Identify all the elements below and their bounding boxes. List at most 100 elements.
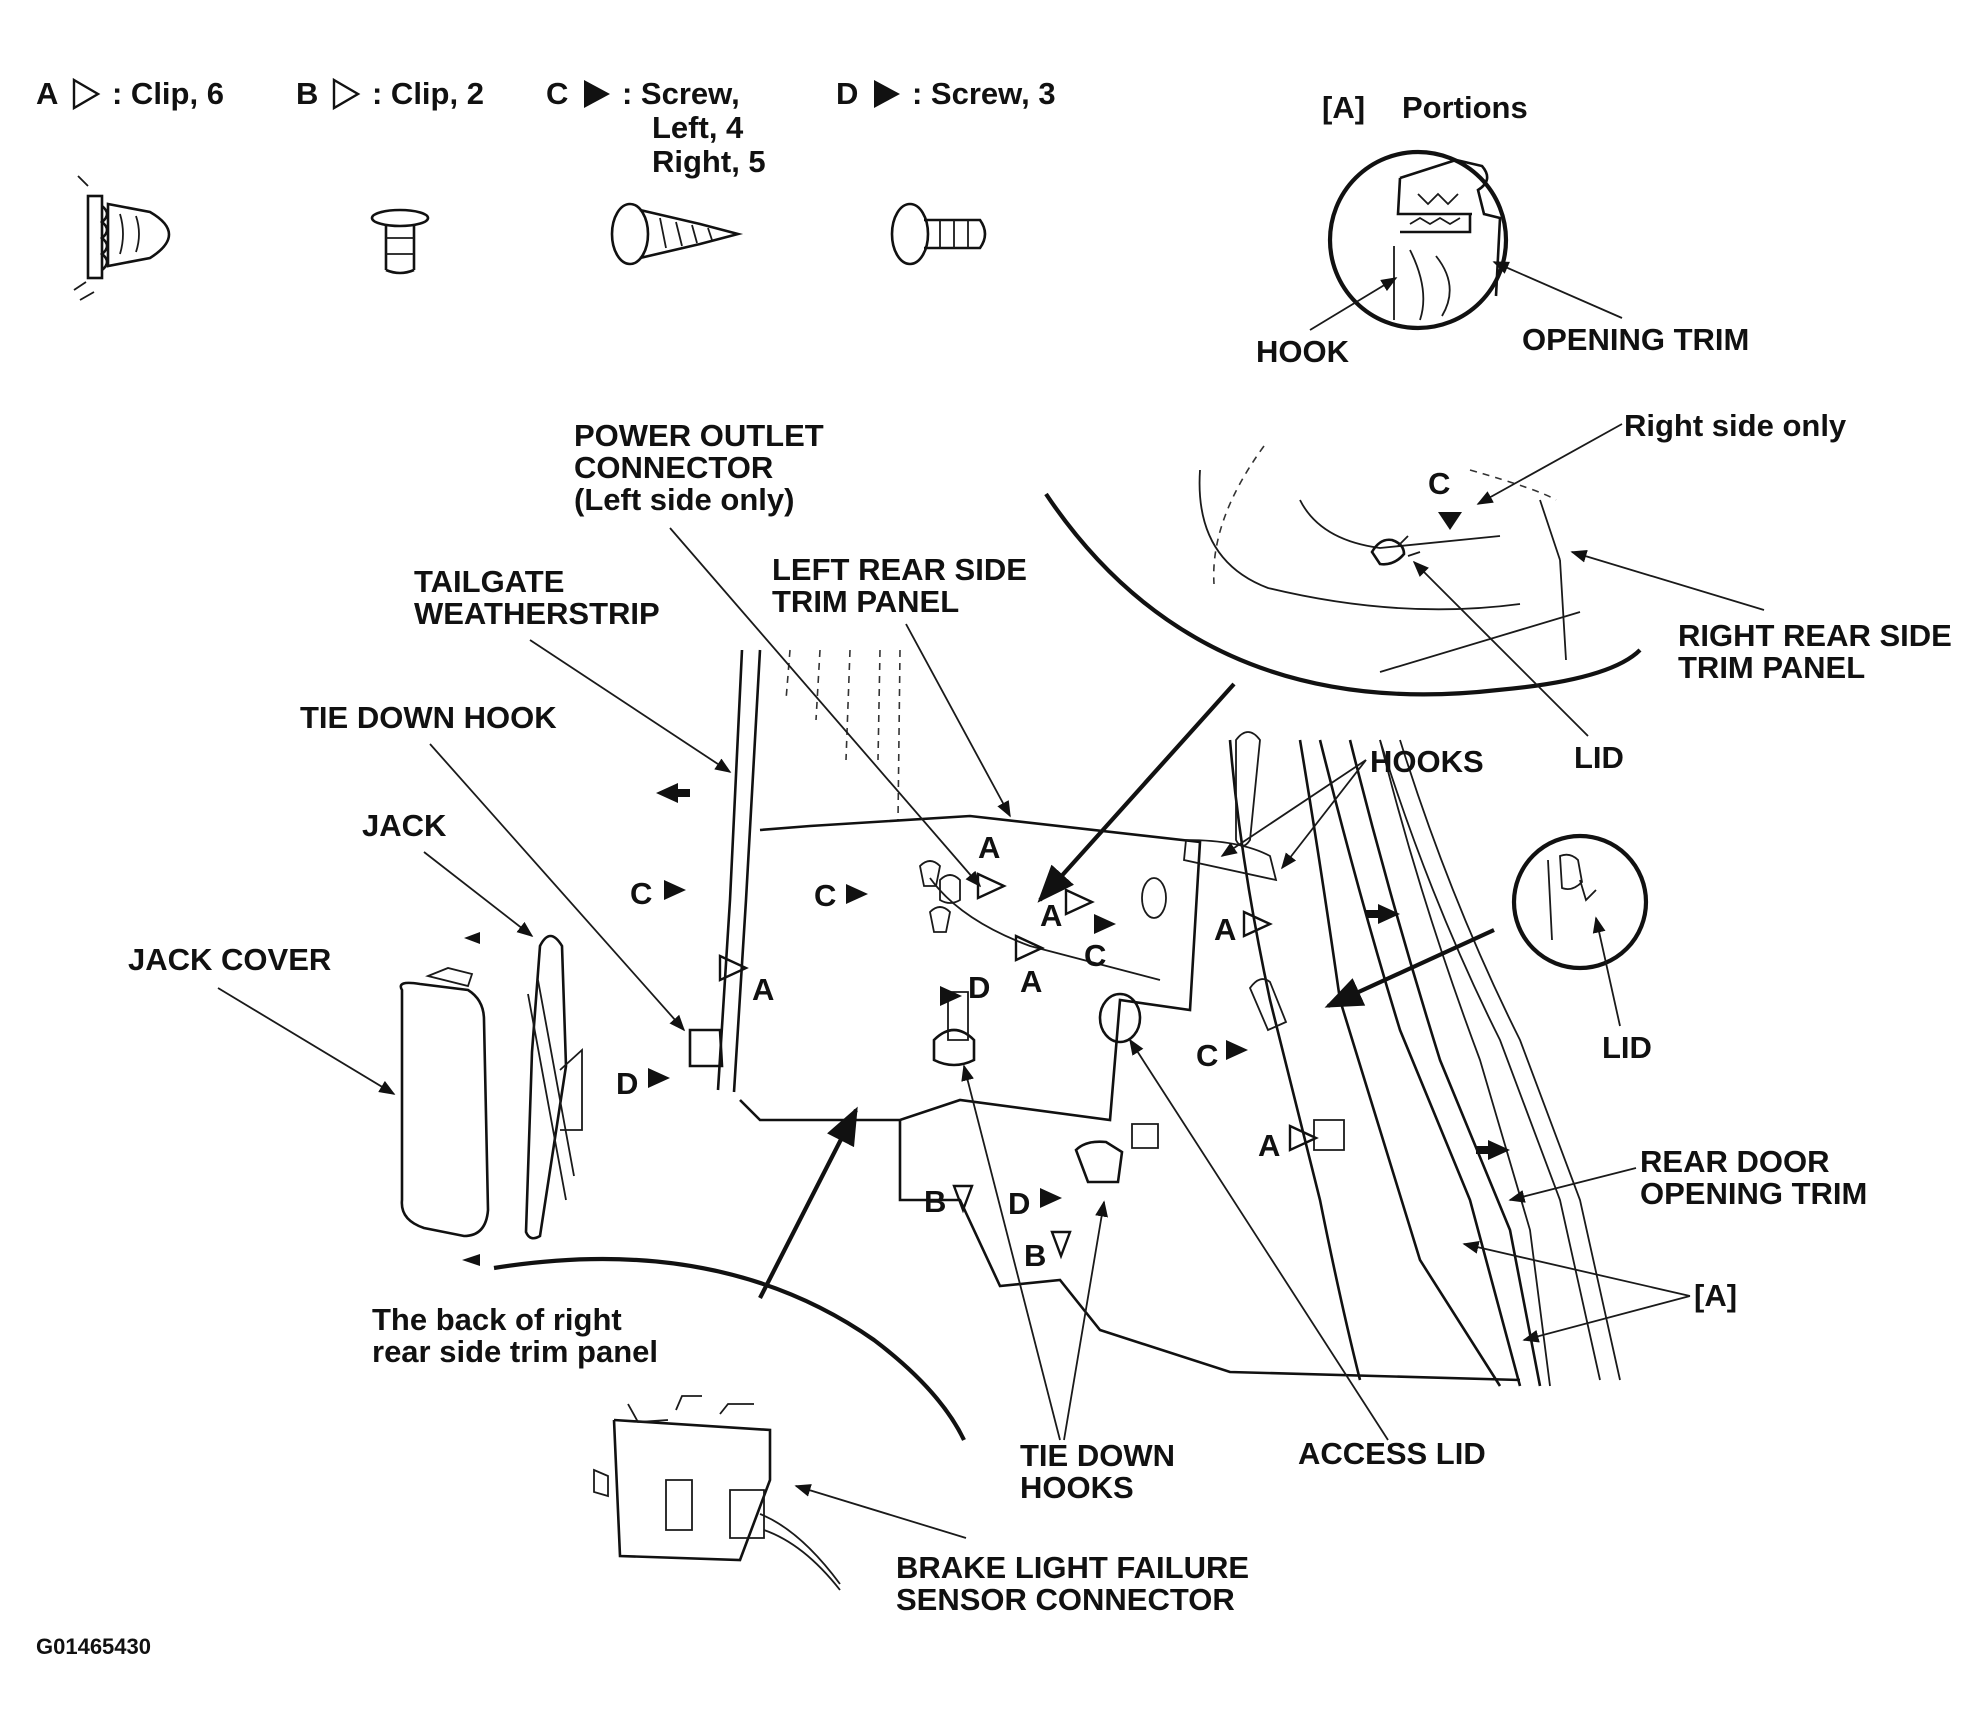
back-of-right-panel-inset: The back of right rear side trim panel B… bbox=[372, 1106, 1249, 1617]
detail-a-circle bbox=[1327, 149, 1509, 331]
callout-a2: A bbox=[1040, 898, 1062, 933]
arrow-icon bbox=[656, 783, 690, 803]
figure-id: G01465430 bbox=[36, 1634, 151, 1659]
callout-a6: A bbox=[1258, 1128, 1280, 1163]
open-triangle-icon bbox=[976, 872, 1007, 900]
label-right-side-only: Right side only bbox=[1624, 408, 1847, 443]
filled-triangle-icon bbox=[1040, 1188, 1062, 1208]
tie-down-hook-left bbox=[688, 1028, 724, 1068]
label-jack: JACK bbox=[362, 808, 447, 843]
callout-c3: C bbox=[1084, 938, 1106, 973]
filled-triangle-icon bbox=[664, 880, 686, 900]
label-rear-door-trim-2: OPENING TRIM bbox=[1640, 1176, 1867, 1211]
label-lid-top: LID bbox=[1574, 740, 1624, 775]
callout-c2: C bbox=[814, 878, 836, 913]
filled-triangle-icon bbox=[846, 884, 868, 904]
legend-clip-b: B : Clip, 2 bbox=[296, 76, 484, 111]
label-opening-trim: OPENING TRIM bbox=[1522, 322, 1749, 357]
arrow-icon bbox=[1476, 1140, 1510, 1160]
tailgate-weatherstrip bbox=[716, 649, 762, 1093]
callout-b1: B bbox=[924, 1184, 946, 1219]
label-brake-light-1: BRAKE LIGHT FAILURE bbox=[896, 1550, 1249, 1585]
filled-triangle-icon bbox=[648, 1068, 670, 1088]
clip-b-icon bbox=[370, 208, 430, 275]
label-power-outlet-2: CONNECTOR bbox=[574, 450, 773, 485]
callout-d2: D bbox=[616, 1066, 638, 1101]
label-tailgate-1: TAILGATE bbox=[414, 564, 564, 599]
filled-triangle-icon bbox=[584, 80, 610, 108]
callout-a5: A bbox=[1214, 912, 1236, 947]
label-bracket-a: [A] bbox=[1694, 1278, 1737, 1313]
callout-markers: C A C A A C A D A C A D B D B bbox=[616, 830, 1319, 1273]
callout-d3: D bbox=[1008, 1186, 1030, 1221]
filled-triangle-icon bbox=[1226, 1040, 1248, 1060]
label-hook: HOOK bbox=[1256, 334, 1350, 369]
screw-c-icon bbox=[610, 202, 744, 266]
legend-screw-c: C : Screw, Left, 4 Right, 5 bbox=[546, 76, 766, 179]
label-left-rear-panel-1: LEFT REAR SIDE bbox=[772, 552, 1027, 587]
lid-detail-circle bbox=[1511, 833, 1649, 971]
filled-triangle-icon bbox=[874, 80, 900, 108]
open-triangle-icon bbox=[72, 77, 101, 111]
arrow-icon bbox=[1366, 904, 1400, 924]
callout-c1: C bbox=[630, 876, 652, 911]
legend-c-text: : Screw, bbox=[622, 76, 740, 111]
legend-c-letter: C bbox=[546, 76, 568, 111]
screw-d-icon bbox=[890, 202, 987, 266]
open-triangle-icon bbox=[1242, 910, 1273, 938]
label-power-outlet-1: POWER OUTLET bbox=[574, 418, 824, 453]
open-triangle-icon bbox=[718, 954, 749, 982]
callout-c4: C bbox=[1196, 1038, 1218, 1073]
right-side-inset: C Right side only RIGHT REAR SIDE TRIM P… bbox=[1037, 408, 1952, 903]
legend-b-letter: B bbox=[296, 76, 318, 111]
label-left-rear-panel-2: TRIM PANEL bbox=[772, 584, 959, 619]
label-brake-light-2: SENSOR CONNECTOR bbox=[896, 1582, 1235, 1617]
legend-c-line3: Right, 5 bbox=[652, 144, 766, 179]
tie-down-hook-low bbox=[1074, 1140, 1124, 1184]
filled-triangle-icon bbox=[1438, 512, 1462, 530]
label-access-lid: ACCESS LID bbox=[1298, 1436, 1486, 1471]
callout-a3: A bbox=[1020, 964, 1042, 999]
brake-light-sensor-connector bbox=[612, 1418, 772, 1562]
legend-screw-d: D : Screw, 3 bbox=[836, 76, 1056, 111]
open-triangle-icon bbox=[332, 77, 361, 111]
label-tailgate-2: WEATHERSTRIP bbox=[414, 596, 660, 631]
legend-d-text: : Screw, 3 bbox=[912, 76, 1056, 111]
open-triangle-icon bbox=[952, 1184, 974, 1214]
detail-a-title: Portions bbox=[1402, 90, 1528, 125]
label-right-rear-panel-1: RIGHT REAR SIDE bbox=[1678, 618, 1952, 653]
filled-triangle-icon bbox=[1094, 914, 1116, 934]
legend-clip-a: A : Clip, 6 bbox=[36, 76, 224, 111]
label-rear-door-trim-1: REAR DOOR bbox=[1640, 1144, 1829, 1179]
open-triangle-icon bbox=[1014, 934, 1045, 962]
label-right-rear-panel-2: TRIM PANEL bbox=[1678, 650, 1865, 685]
left-rear-trim-panel bbox=[739, 814, 1202, 1122]
label-tie-down-hooks-2: HOOKS bbox=[1020, 1470, 1134, 1505]
label-tie-down-hooks-1: TIE DOWN bbox=[1020, 1438, 1175, 1473]
open-triangle-icon bbox=[1050, 1230, 1072, 1260]
label-jack-cover: JACK COVER bbox=[128, 942, 331, 977]
trim-assembly bbox=[399, 649, 1621, 1387]
callout-a4: A bbox=[752, 972, 774, 1007]
callout-c-top: C bbox=[1428, 466, 1450, 501]
clip-a-icon bbox=[73, 175, 171, 301]
callout-a1: A bbox=[978, 830, 1000, 865]
label-back-of-right-2: rear side trim panel bbox=[372, 1334, 658, 1369]
open-triangle-icon bbox=[1064, 888, 1095, 916]
legend-a-text: : Clip, 6 bbox=[112, 76, 224, 111]
label-lid-mid: LID bbox=[1602, 1030, 1652, 1065]
legend-a-letter: A bbox=[36, 76, 58, 111]
jack bbox=[524, 934, 568, 1240]
label-back-of-right-1: The back of right bbox=[372, 1302, 622, 1337]
legend-c-line2: Left, 4 bbox=[652, 110, 744, 145]
rear-door-opening-trim bbox=[1379, 739, 1621, 1381]
detail-a-tag: [A] bbox=[1322, 90, 1365, 125]
label-tie-down-hook: TIE DOWN HOOK bbox=[300, 700, 557, 735]
label-hooks: HOOKS bbox=[1370, 744, 1484, 779]
detail-a-inset: [A] Portions HOOK OPENING TRIM bbox=[1256, 90, 1749, 369]
legend: A : Clip, 6 B : Clip, 2 C : Screw, Left,… bbox=[36, 76, 1056, 301]
jack-cover bbox=[399, 981, 490, 1238]
callout-d1: D bbox=[968, 970, 990, 1005]
